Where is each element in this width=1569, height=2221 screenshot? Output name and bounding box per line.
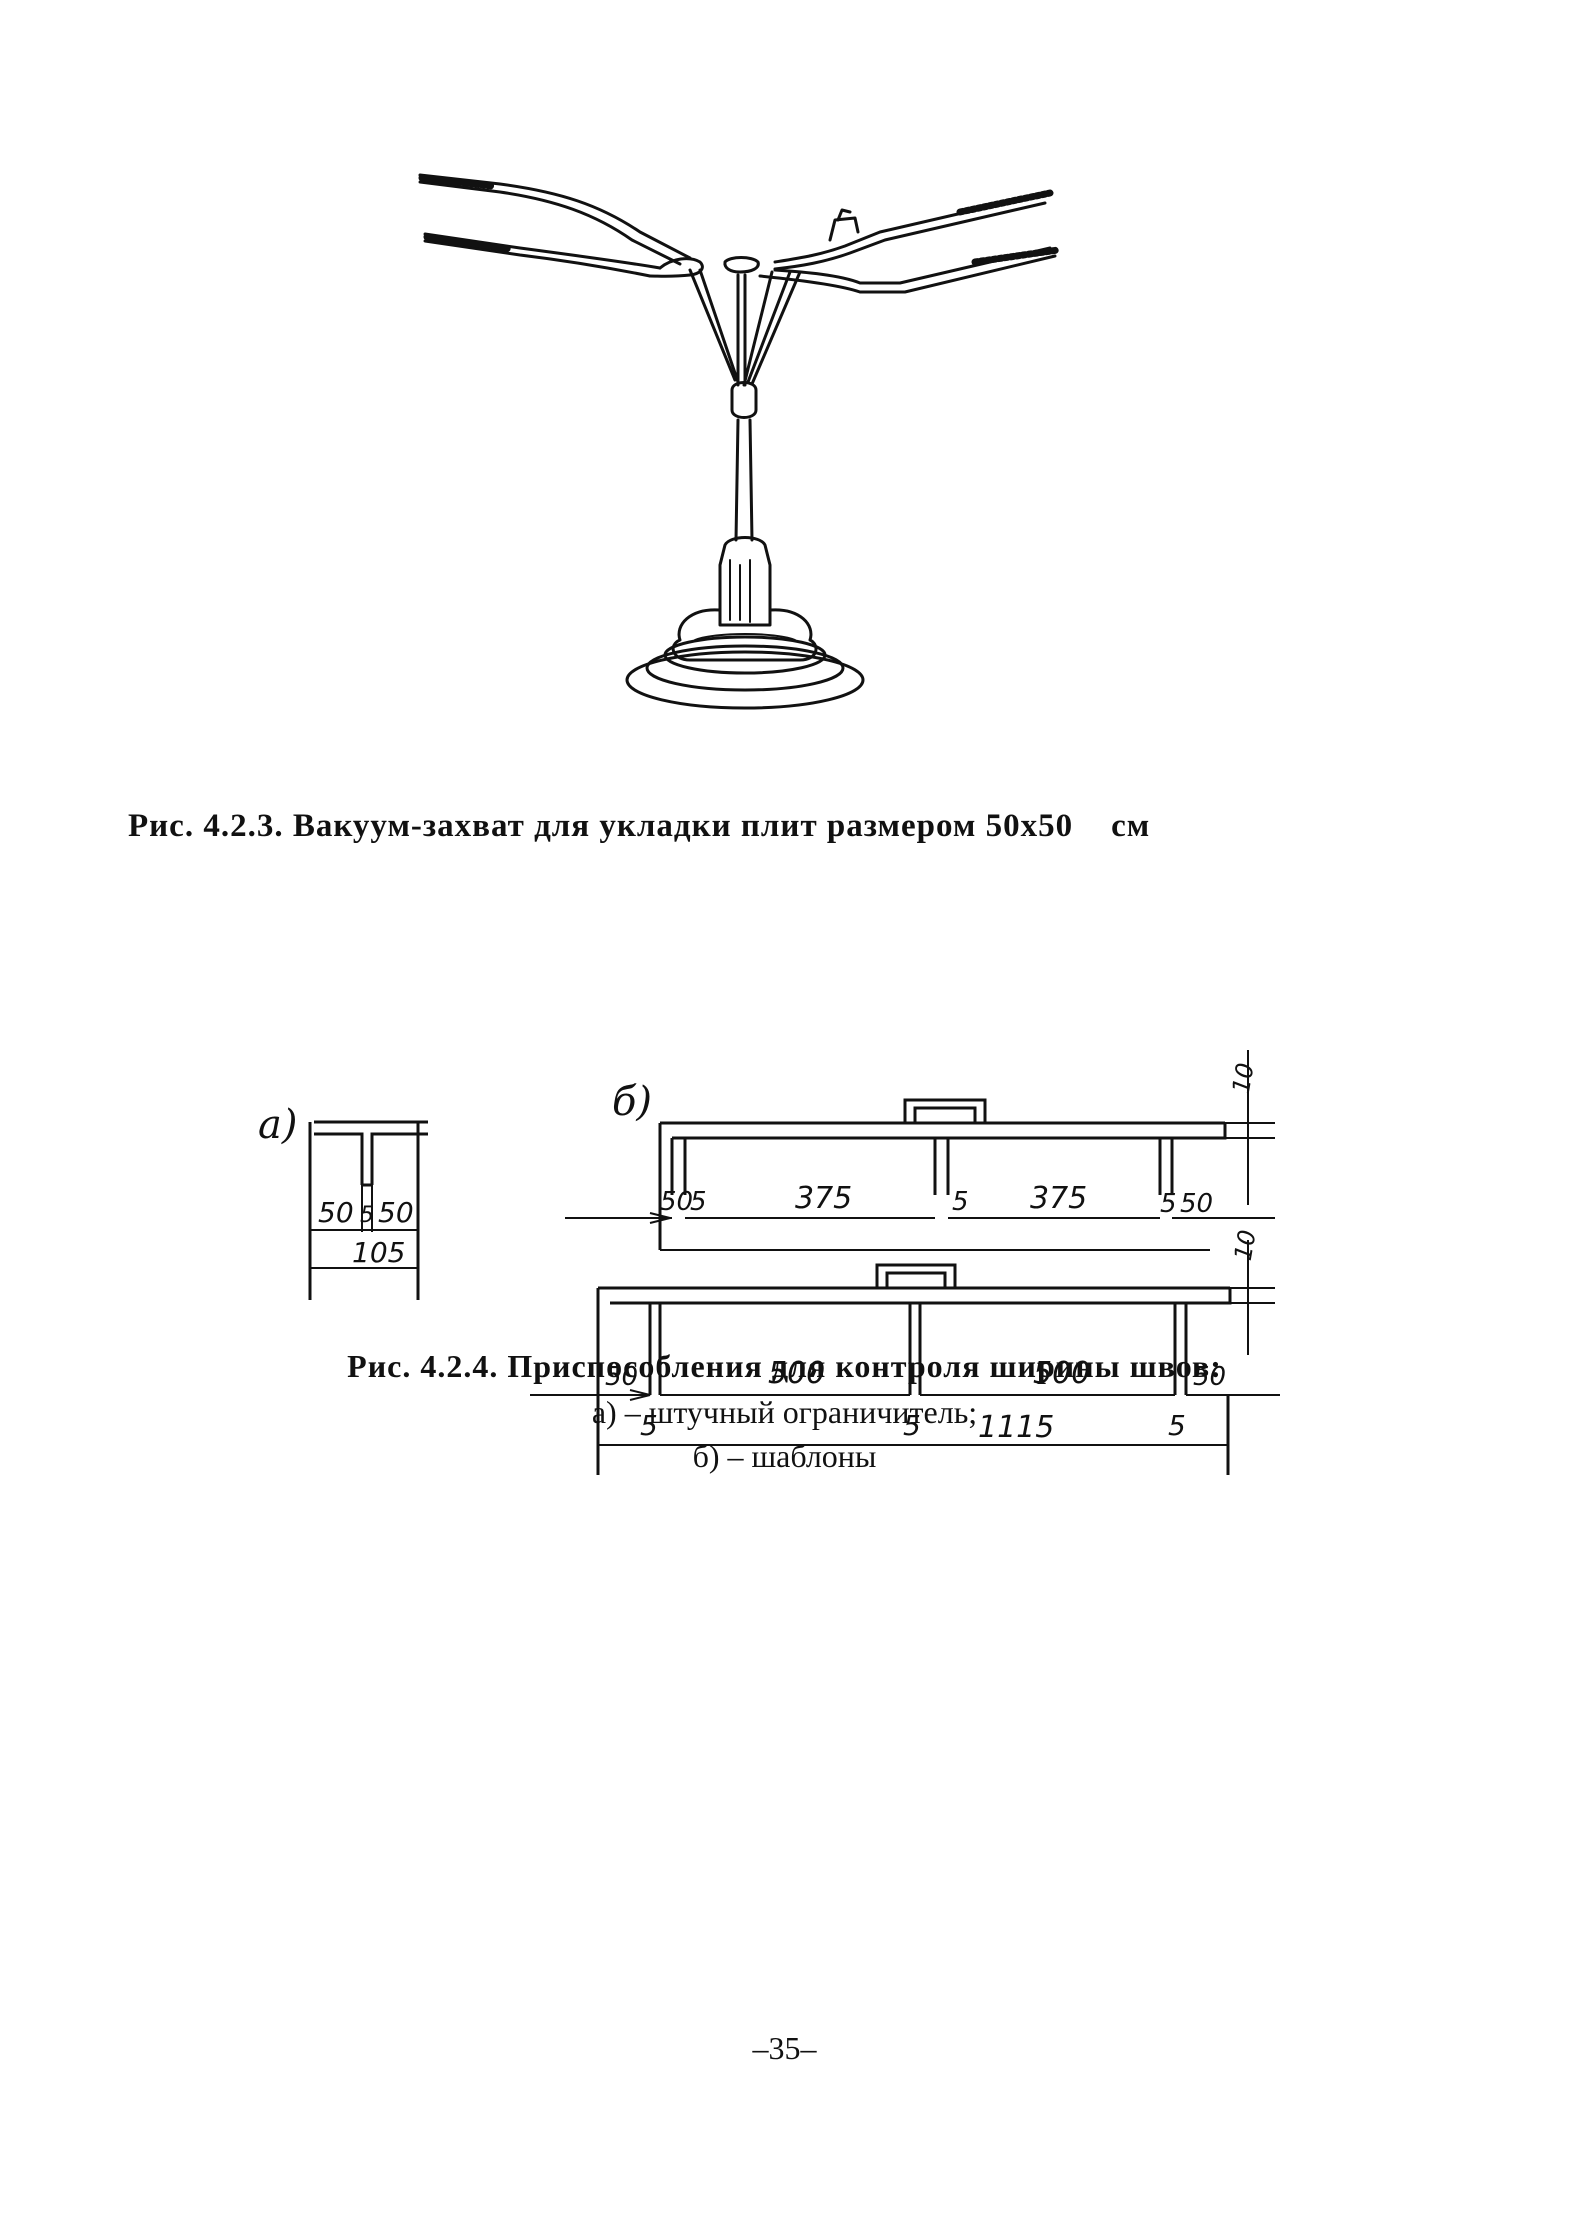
- top-dim-375-2: 375: [1030, 1181, 1087, 1216]
- figure-4-2-3-caption-text: Рис. 4.2.3. Вакуум-захват для укладки пл…: [128, 808, 1074, 844]
- drawing-a-dim-left: 50: [318, 1196, 354, 1229]
- bottom-gap-5-3: 5: [1168, 1409, 1186, 1442]
- right-lower-rod: [758, 246, 1062, 294]
- left-lower-rod: [423, 232, 704, 278]
- gripper-stem: [734, 418, 754, 542]
- drawing-a-dim-gap: 5: [360, 1203, 374, 1228]
- bottom-total-1115: 1115: [978, 1410, 1054, 1445]
- page-number: –35–: [752, 2030, 817, 2066]
- drawing-a-dim-right: 50: [378, 1196, 414, 1229]
- top-dim-5-1: 5: [690, 1187, 707, 1217]
- top-dim-50-left: 50: [660, 1187, 693, 1217]
- drawing-b-label: б): [612, 1079, 652, 1125]
- right-upper-rod: [773, 189, 1054, 271]
- suction-cup: [625, 608, 865, 710]
- figure-4-2-3-caption: Рис. 4.2.3. Вакуум-захват для укладки пл…: [128, 808, 1448, 845]
- bottom-dim-500-1: 500: [768, 1356, 825, 1391]
- top-template-thickness: 10: [1227, 1061, 1260, 1096]
- bottom-template: [530, 1240, 1280, 1475]
- bottom-gap-5-1: 5: [640, 1409, 658, 1442]
- drawing-a-limiter: а) 50 5 50 105: [258, 1102, 428, 1300]
- top-dim-375-1: 375: [795, 1181, 852, 1216]
- bottom-dim-50-left: 50: [605, 1362, 638, 1392]
- center-cap: [723, 256, 760, 274]
- bottom-gap-5-2: 5: [903, 1409, 921, 1442]
- figure-4-2-4-item-b: б) – шаблоны: [692, 1438, 877, 1474]
- top-dim-5-2: 5: [952, 1187, 969, 1217]
- cable-connector: [730, 381, 758, 419]
- top-dim-50-right: 50: [1180, 1189, 1213, 1219]
- figure-4-2-4-caption: Рис. 4.2.4. Приспособления для контроля …: [347, 1348, 1222, 1384]
- suspension-cables: [688, 268, 802, 387]
- bottom-dim-50-right: 50: [1193, 1362, 1226, 1392]
- figure-4-2-3-caption-unit: см: [1111, 808, 1151, 844]
- bottom-template-thickness: 10: [1229, 1228, 1262, 1263]
- top-template: [565, 1050, 1275, 1251]
- figure-4-2-4-item-a: а) – штучный ограничитель;: [591, 1394, 978, 1430]
- drawing-a-dim-total: 105: [352, 1236, 405, 1269]
- drawing-b-templates: б) 10 50 5 375 5 375 5 50: [530, 1050, 1280, 1475]
- gripper-body: [718, 536, 772, 627]
- drawing-a-label: а): [258, 1102, 297, 1148]
- top-dim-5-3: 5: [1160, 1189, 1177, 1219]
- left-upper-rod: [418, 173, 692, 266]
- bottom-dim-500-2: 500: [1033, 1356, 1090, 1391]
